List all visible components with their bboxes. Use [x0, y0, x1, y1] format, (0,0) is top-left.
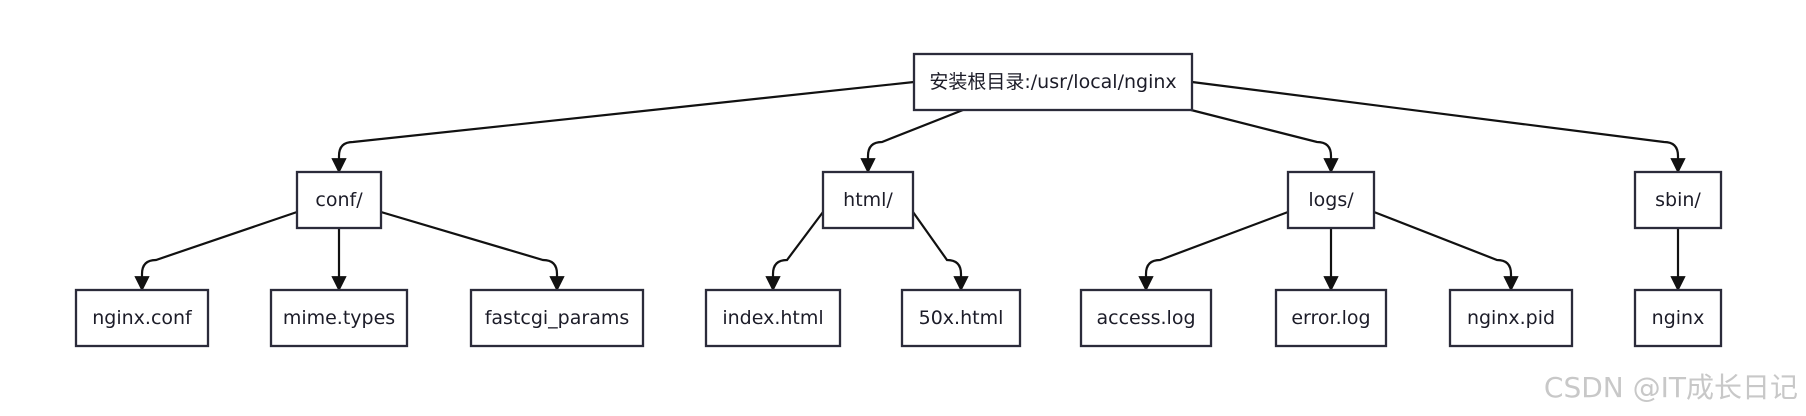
edges-layer	[134, 80, 1686, 292]
node-nginx-pid: nginx.pid	[1448, 288, 1574, 348]
node-50x-html-label: 50x.html	[919, 307, 1004, 329]
node-fastcgi-params: fastcgi_params	[469, 288, 645, 348]
node-nginx-box	[1633, 288, 1723, 348]
node-nginx: nginx	[1633, 288, 1723, 348]
node-index-html-label: index.html	[722, 307, 823, 329]
node-html: html/	[821, 170, 915, 230]
node-sbin: sbin/	[1633, 170, 1723, 230]
node-sbin-label: sbin/	[1655, 189, 1701, 211]
node-mime-types: mime.types	[269, 288, 409, 348]
node-mime-types-label: mime.types	[283, 307, 395, 329]
edge-root-to-html	[860, 108, 964, 174]
node-conf-label: conf/	[315, 189, 363, 211]
node-index-html: index.html	[704, 288, 842, 348]
node-logs: logs/	[1286, 170, 1376, 230]
node-error-log-label: error.log	[1291, 307, 1370, 329]
edge-conf-to-fastcgi-params	[380, 210, 565, 292]
edge-root-to-sbin	[1191, 80, 1686, 174]
node-access-log: access.log	[1079, 288, 1213, 348]
node-nginx-conf-box	[74, 288, 210, 348]
node-nginx-pid-label: nginx.pid	[1467, 307, 1555, 329]
node-sbin-box	[1633, 170, 1723, 230]
node-conf: conf/	[295, 170, 383, 230]
edge-html-to-50x-html	[912, 211, 969, 292]
node-error-log-box	[1274, 288, 1388, 348]
node-nginx-pid-box	[1448, 288, 1574, 348]
node-50x-html: 50x.html	[900, 288, 1022, 348]
node-access-log-box	[1079, 288, 1213, 348]
edge-logs-to-nginx-pid	[1373, 210, 1519, 292]
node-mime-types-box	[269, 288, 409, 348]
node-nginx-label: nginx	[1652, 307, 1705, 329]
node-fastcgi-params-label: fastcgi_params	[485, 307, 630, 329]
node-root: 安装根目录:/usr/local/nginx	[912, 52, 1194, 112]
node-fastcgi-params-box	[469, 288, 645, 348]
node-50x-html-box	[900, 288, 1022, 348]
node-nginx-conf-label: nginx.conf	[92, 307, 193, 329]
node-access-log-label: access.log	[1096, 307, 1195, 329]
node-root-box	[912, 52, 1194, 112]
node-conf-box	[295, 170, 383, 230]
node-logs-label: logs/	[1308, 189, 1354, 211]
edge-root-to-logs	[1190, 108, 1339, 174]
edge-logs-to-access-log	[1138, 210, 1289, 292]
edge-html-to-index-html	[765, 211, 824, 292]
node-error-log: error.log	[1274, 288, 1388, 348]
node-html-label: html/	[843, 189, 893, 211]
nodes-layer: 安装根目录:/usr/local/nginx conf/nginx.conf mim…	[74, 52, 1723, 348]
node-nginx-conf: nginx.conf	[74, 288, 210, 348]
node-html-box	[821, 170, 915, 230]
node-logs-box	[1286, 170, 1376, 230]
edge-conf-to-nginx-conf	[134, 210, 298, 292]
node-index-html-box	[704, 288, 842, 348]
edge-root-to-conf	[331, 80, 915, 174]
node-root-label: 安装根目录:/usr/local/nginx	[929, 71, 1176, 93]
watermark-text: CSDN @IT成长日记	[1543, 371, 1798, 404]
